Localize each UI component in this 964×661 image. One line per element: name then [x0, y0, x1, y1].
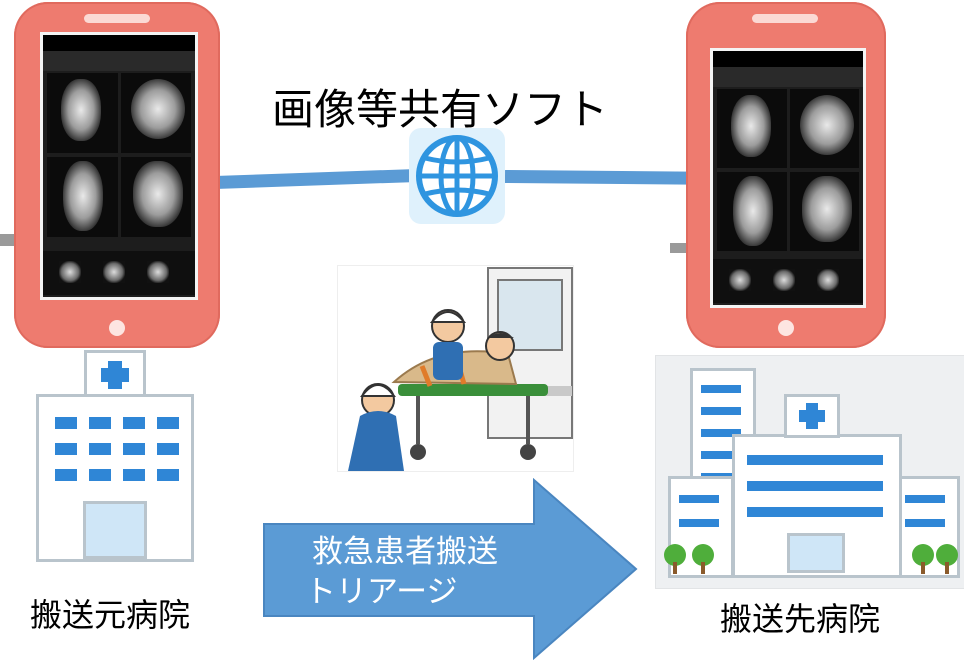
tree-icon	[692, 544, 714, 566]
app-toolbar	[43, 51, 195, 71]
ct-scan-coronal	[717, 171, 787, 251]
tree-icon	[912, 544, 934, 566]
transport-arrow	[263, 478, 638, 660]
destination-hospital-label: 搬送先病院	[720, 600, 881, 638]
ct-scan-sagittal	[120, 156, 191, 237]
source-hospital-label: 搬送元病院	[30, 596, 191, 634]
connector-left-stub	[0, 234, 16, 246]
arrow-label-line2: トリアージ	[305, 574, 458, 610]
phone-speaker	[752, 14, 818, 23]
app-top-bar	[43, 35, 195, 51]
diagram-title: 画像等共有ソフト	[272, 85, 609, 134]
destination-hospital-building	[655, 355, 964, 589]
hospital-entrance	[787, 533, 845, 573]
hospital-body	[732, 434, 902, 578]
phone-home-button	[109, 320, 125, 336]
thumbnail	[147, 261, 169, 283]
ct-scan-frontal	[717, 89, 787, 168]
globe-icon	[409, 128, 505, 224]
ct-scan-axial	[789, 89, 859, 168]
thumbnail	[59, 261, 81, 283]
connection-line-left	[214, 169, 411, 189]
phone-home-button	[778, 320, 794, 336]
app-toolbar	[713, 67, 863, 87]
phone-screen	[40, 32, 198, 300]
connector-right-stub	[670, 243, 688, 253]
arrow-label-line1: 救急患者搬送	[312, 534, 498, 570]
thumbnail	[729, 269, 751, 291]
tree-icon	[664, 544, 686, 566]
hospital-sign	[784, 394, 840, 438]
ct-scan-coronal	[47, 156, 118, 237]
destination-smartphone	[686, 2, 886, 348]
source-smartphone	[14, 2, 220, 348]
hospital-sign	[84, 350, 146, 400]
phone-speaker	[84, 14, 150, 23]
hospital-entrance	[83, 501, 147, 559]
patient-transport-illustration	[337, 265, 574, 472]
ct-scan-sagittal	[789, 171, 859, 251]
ct-image-grid	[717, 89, 859, 251]
ct-image-grid	[47, 73, 191, 237]
tree-icon	[936, 544, 958, 566]
hospital-body	[36, 394, 194, 562]
ct-scan-axial	[120, 73, 191, 153]
thumbnail-strip	[43, 251, 195, 295]
source-hospital-building	[30, 350, 200, 562]
phone-screen	[710, 48, 866, 308]
thumbnail	[817, 269, 839, 291]
ct-scan-frontal	[47, 73, 118, 153]
thumbnail-strip	[713, 259, 863, 303]
app-top-bar	[713, 51, 863, 67]
connection-line-right	[504, 170, 691, 185]
thumbnail	[103, 261, 125, 283]
thumbnail	[773, 269, 795, 291]
